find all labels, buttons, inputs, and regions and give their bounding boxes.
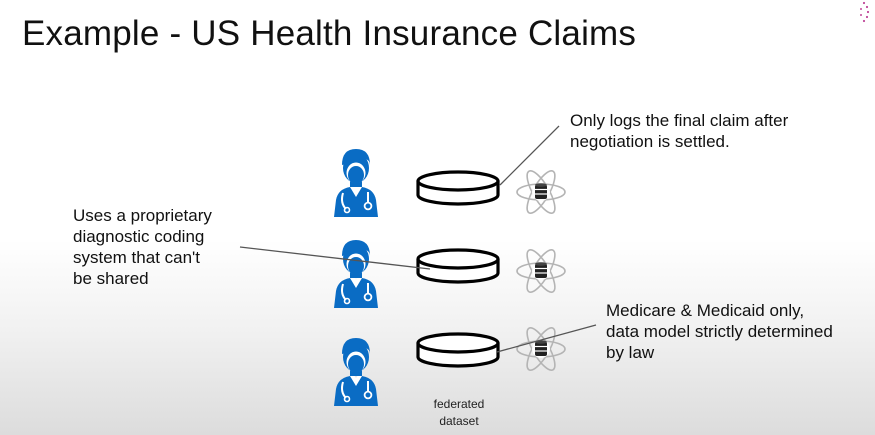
storage-disc-icon xyxy=(416,248,500,284)
connector-line xyxy=(496,324,597,353)
storage-disc-icon xyxy=(416,170,500,206)
storage-disc-icon xyxy=(416,332,500,368)
connector-line xyxy=(239,246,431,270)
slide-title: Example - US Health Insurance Claims xyxy=(22,14,637,53)
connector-line xyxy=(499,125,560,186)
doctor-icon xyxy=(333,148,379,218)
doctor-icon xyxy=(333,337,379,407)
atom-database-icon xyxy=(516,245,566,297)
federated-dataset-label: federated dataset xyxy=(433,397,485,428)
slide-logo-icon xyxy=(860,1,870,23)
annotation-final-claim: Only logs the final claim after negotiat… xyxy=(570,111,789,151)
doctor-icon xyxy=(333,239,379,309)
annotation-medicare-medicaid: Medicare & Medicaid only, data model str… xyxy=(606,301,833,362)
atom-database-icon xyxy=(516,323,566,375)
annotation-proprietary-coding: Uses a proprietary diagnostic coding sys… xyxy=(73,206,212,288)
atom-database-icon xyxy=(516,166,566,218)
